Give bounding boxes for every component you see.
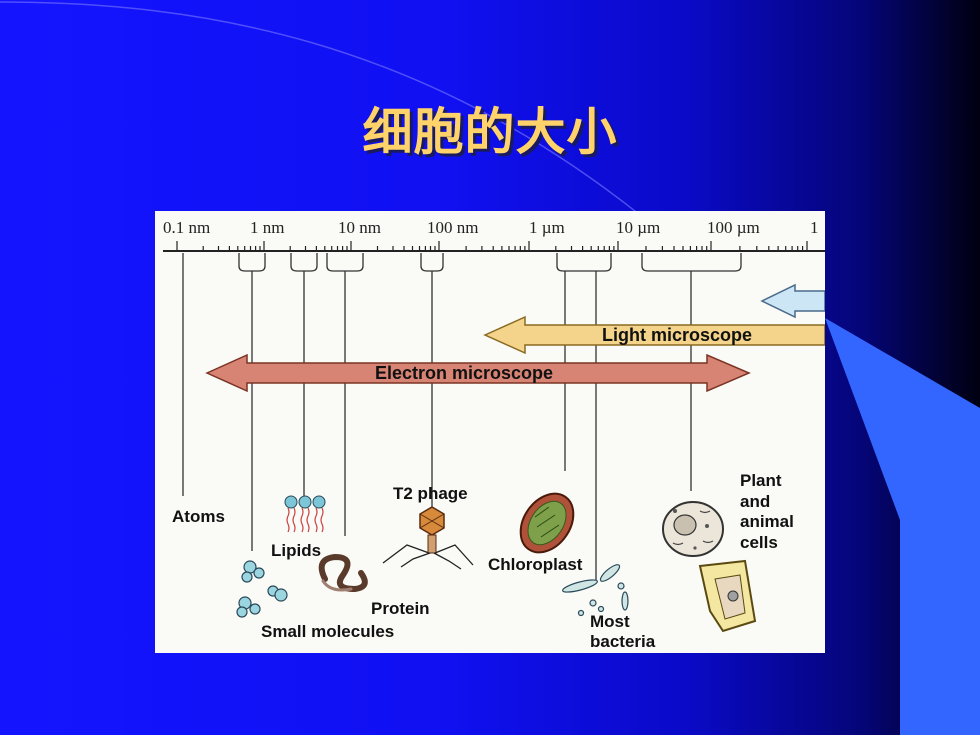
- size-lines: [182, 253, 692, 581]
- t2-phage-icon: [382, 506, 474, 570]
- label-lipids: Lipids: [271, 541, 321, 560]
- size-scale-diagram: 0.1 nm 1 nm 10 nm 100 nm 1 µm 10 µm 100 …: [163, 218, 825, 651]
- animal-cell-icon: [662, 501, 724, 557]
- upper-microscope-arrow: [760, 283, 825, 319]
- scale-label-100um: 100 µm: [707, 218, 760, 237]
- decor-wedge: [825, 318, 980, 735]
- plant-cell-icon: [698, 559, 757, 633]
- label-plant: Plant: [740, 471, 782, 490]
- label-bacteria: bacteria: [590, 632, 656, 651]
- scale-label-1nm: 1 nm: [250, 218, 284, 237]
- scale-label-10nm: 10 nm: [338, 218, 381, 237]
- scale-ruler: [163, 241, 825, 252]
- scale-label-10um: 10 µm: [616, 218, 660, 237]
- label-chloroplast: Chloroplast: [488, 555, 583, 574]
- label-and: and: [740, 492, 770, 511]
- chloroplast-icon: [519, 492, 575, 554]
- decor-arc: [0, 1, 641, 216]
- slide-title: 细胞的大小: [362, 103, 618, 161]
- scale-label-1: 1: [810, 218, 819, 237]
- scale-labels: 0.1 nm 1 nm 10 nm 100 nm 1 µm 10 µm 100 …: [163, 218, 819, 237]
- scale-label-0-1nm: 0.1 nm: [163, 218, 210, 237]
- electron-microscope-label: Electron microscope: [375, 363, 553, 383]
- label-cells: cells: [740, 533, 778, 552]
- protein-icon: [318, 553, 368, 593]
- label-atoms: Atoms: [172, 507, 225, 526]
- small-molecules-icon: [236, 560, 288, 618]
- light-microscope-label: Light microscope: [602, 325, 752, 345]
- label-protein: Protein: [371, 599, 430, 618]
- cell-size-figure: 0.1 nm 1 nm 10 nm 100 nm 1 µm 10 µm 100 …: [155, 211, 825, 653]
- scale-label-100nm: 100 nm: [427, 218, 478, 237]
- light-microscope-arrow: Light microscope: [483, 315, 825, 355]
- bacteria-icon: [561, 564, 629, 617]
- label-small-molecules: Small molecules: [261, 622, 394, 641]
- range-brackets: [238, 253, 742, 471]
- lipid-icon: [284, 495, 326, 533]
- label-t2-phage: T2 phage: [393, 484, 468, 503]
- label-animal: animal: [740, 512, 794, 531]
- label-most: Most: [590, 612, 630, 631]
- scale-label-1um: 1 µm: [529, 218, 565, 237]
- electron-microscope-arrow: Electron microscope: [205, 353, 751, 393]
